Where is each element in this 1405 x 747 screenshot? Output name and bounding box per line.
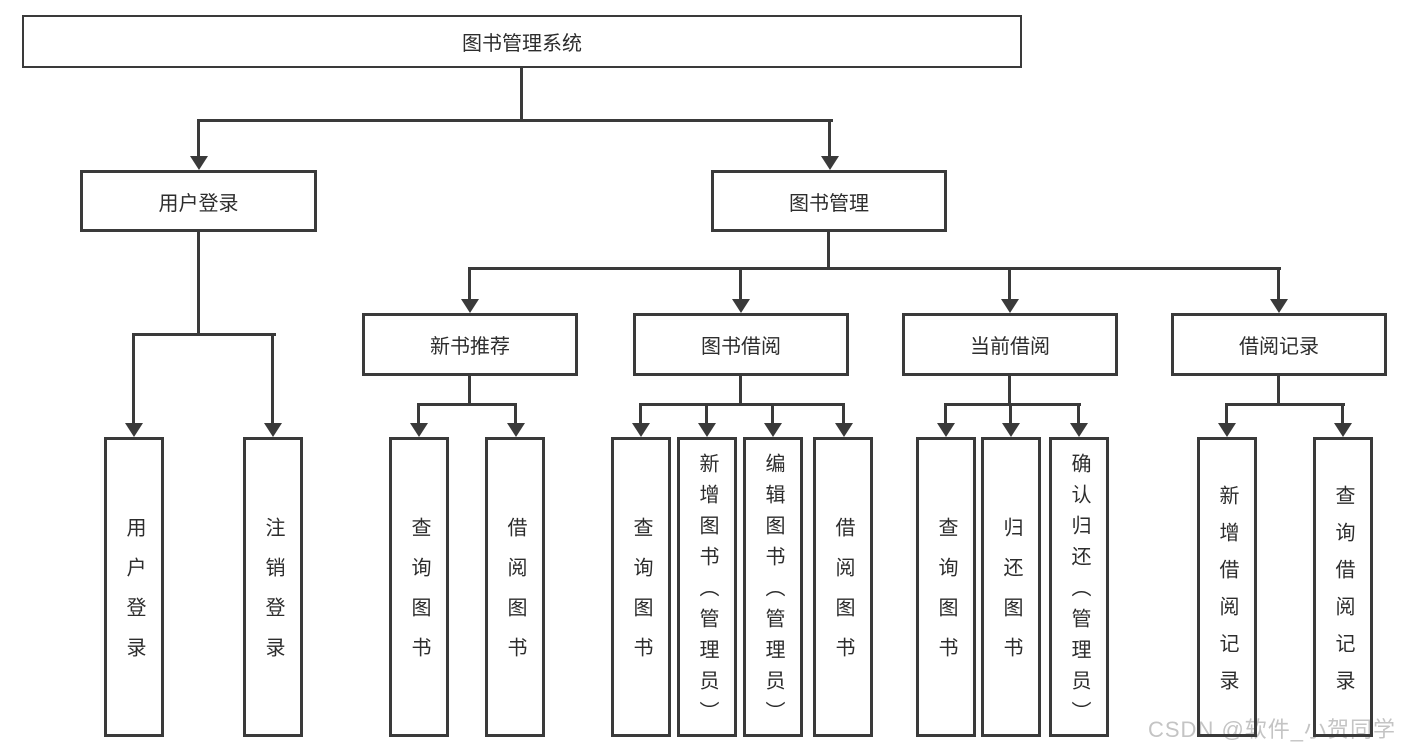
node-label: 用户登录 bbox=[158, 192, 239, 215]
node-borrowing-records: 借阅记录 bbox=[1171, 313, 1387, 376]
arrowhead-down bbox=[410, 423, 428, 437]
leaf-label: 借阅图书 bbox=[504, 517, 526, 677]
node-book-borrowing: 图书借阅 bbox=[633, 313, 849, 376]
node-label: 图书借阅 bbox=[701, 336, 781, 358]
arrowhead-down bbox=[1334, 423, 1352, 437]
connector-arm bbox=[132, 333, 135, 424]
connector-arm bbox=[1225, 403, 1228, 424]
connector-arm bbox=[468, 267, 471, 301]
connector-arm bbox=[1077, 403, 1080, 424]
leaf-logout: 注销登录 bbox=[243, 437, 303, 737]
connector-rail bbox=[639, 403, 845, 406]
connector-stem bbox=[827, 232, 830, 270]
connector-root-stem bbox=[520, 66, 523, 122]
connector-arm bbox=[271, 333, 274, 424]
arrowhead-down bbox=[698, 423, 716, 437]
leaf-label: 用户登录 bbox=[123, 517, 145, 677]
arrowhead-down bbox=[264, 423, 282, 437]
node-label: 图书管理系统 bbox=[462, 33, 582, 55]
arrowhead-down bbox=[1001, 299, 1019, 313]
leaf-label: 查询图书 bbox=[630, 517, 652, 677]
leaf-label: 确认归还（管理员） bbox=[1068, 453, 1090, 732]
connector-rail bbox=[417, 403, 517, 406]
arrowhead-down bbox=[190, 156, 208, 170]
connector-stem bbox=[468, 376, 471, 406]
leaf-borrow-books-borrow: 借阅图书 bbox=[813, 437, 873, 737]
connector-rail bbox=[1225, 403, 1345, 406]
arrowhead-down bbox=[125, 423, 143, 437]
leaf-label: 归还图书 bbox=[1000, 517, 1022, 677]
connector-arm bbox=[197, 119, 200, 159]
connector-stem bbox=[1277, 376, 1280, 406]
node-book-management: 图书管理 bbox=[711, 170, 947, 232]
leaf-label: 新增借阅记录 bbox=[1216, 484, 1238, 707]
connector-arm bbox=[1277, 267, 1280, 301]
arrowhead-down bbox=[1218, 423, 1236, 437]
arrowhead-down bbox=[732, 299, 750, 313]
arrowhead-down bbox=[1270, 299, 1288, 313]
leaf-label: 注销登录 bbox=[262, 517, 284, 677]
connector-arm bbox=[1341, 403, 1344, 424]
leaf-confirm-return-admin: 确认归还（管理员） bbox=[1049, 437, 1109, 737]
leaf-label: 新增图书（管理员） bbox=[696, 453, 718, 732]
node-user-login: 用户登录 bbox=[80, 170, 317, 232]
arrowhead-down bbox=[1002, 423, 1020, 437]
connector-arm bbox=[705, 403, 708, 424]
arrowhead-down bbox=[461, 299, 479, 313]
leaf-label: 借阅图书 bbox=[832, 517, 854, 677]
leaf-label: 查询图书 bbox=[408, 517, 430, 677]
connector-arm bbox=[514, 403, 517, 424]
connector-arm bbox=[842, 403, 845, 424]
leaf-query-books-borrow: 查询图书 bbox=[611, 437, 671, 737]
node-label: 当前借阅 bbox=[970, 336, 1050, 358]
connector-arm bbox=[944, 403, 947, 424]
node-label: 新书推荐 bbox=[430, 336, 510, 358]
leaf-user-login: 用户登录 bbox=[104, 437, 164, 737]
leaf-label: 查询图书 bbox=[935, 517, 957, 677]
leaf-query-books-current: 查询图书 bbox=[916, 437, 976, 737]
connector-arm bbox=[1009, 403, 1012, 424]
leaf-return-books: 归还图书 bbox=[981, 437, 1041, 737]
leaf-edit-book-admin: 编辑图书（管理员） bbox=[743, 437, 803, 737]
arrowhead-down bbox=[764, 423, 782, 437]
leaf-label: 编辑图书（管理员） bbox=[762, 453, 784, 732]
connector-rail bbox=[468, 267, 1281, 270]
connector-arm bbox=[1008, 267, 1011, 301]
node-current-borrowing: 当前借阅 bbox=[902, 313, 1118, 376]
arrowhead-down bbox=[507, 423, 525, 437]
leaf-query-borrow-record: 查询借阅记录 bbox=[1313, 437, 1373, 737]
leaf-query-books-newbook: 查询图书 bbox=[389, 437, 449, 737]
leaf-label: 查询借阅记录 bbox=[1332, 484, 1354, 707]
connector-rail bbox=[944, 403, 1081, 406]
node-label: 图书管理 bbox=[789, 192, 869, 215]
connector-stem bbox=[197, 232, 200, 336]
leaf-borrow-books-newbook: 借阅图书 bbox=[485, 437, 545, 737]
connector-arm bbox=[639, 403, 642, 424]
connector-arm bbox=[417, 403, 420, 424]
arrowhead-down bbox=[632, 423, 650, 437]
connector-stem bbox=[1008, 376, 1011, 406]
watermark: CSDN @软件_小贺同学 bbox=[1148, 717, 1397, 742]
arrowhead-down bbox=[937, 423, 955, 437]
connector-arm bbox=[828, 119, 831, 159]
arrowhead-down bbox=[1070, 423, 1088, 437]
connector-arm bbox=[739, 267, 742, 301]
node-label: 借阅记录 bbox=[1239, 336, 1319, 358]
node-new-book-recommendation: 新书推荐 bbox=[362, 313, 578, 376]
connector-arm bbox=[771, 403, 774, 424]
arrowhead-down bbox=[835, 423, 853, 437]
node-book-management-system: 图书管理系统 bbox=[22, 15, 1022, 68]
connector-rail bbox=[132, 333, 276, 336]
connector-root-rail bbox=[197, 119, 833, 122]
arrowhead-down bbox=[821, 156, 839, 170]
connector-stem bbox=[739, 376, 742, 406]
leaf-add-borrow-record: 新增借阅记录 bbox=[1197, 437, 1257, 737]
leaf-add-book-admin: 新增图书（管理员） bbox=[677, 437, 737, 737]
